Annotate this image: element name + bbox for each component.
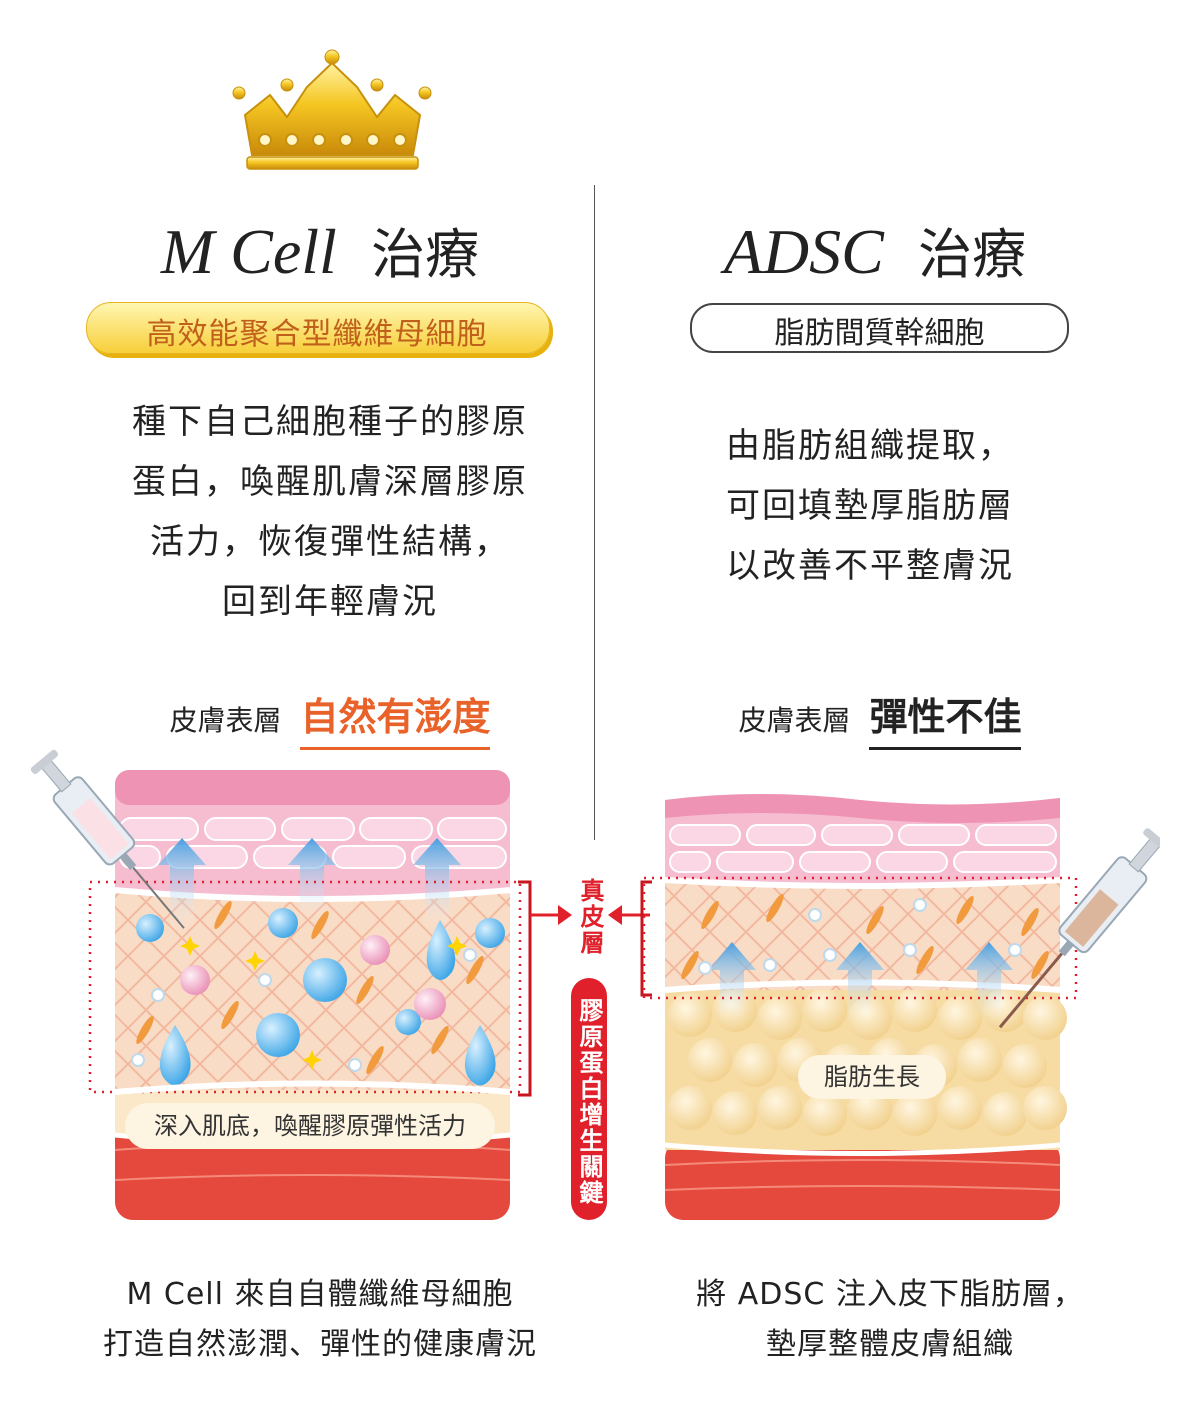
center-divider	[594, 185, 595, 840]
collagen-key-badge: 膠原蛋白增生關鍵	[571, 978, 607, 1220]
crown-icon	[232, 49, 432, 170]
left-skin-prefix: 皮膚表層	[169, 704, 282, 737]
right-syringe-icon	[998, 828, 1160, 1029]
left-description: 種下自己細胞種子的膠原 蛋白，喚醒肌膚深層膠原 活力，恢復彈性結構， 回到年輕膚…	[132, 402, 528, 622]
left-subtitle: 高效能聚合型纖維母細胞	[146, 317, 488, 352]
right-title-latin: ADSC	[723, 216, 884, 287]
left-title-cjk: 治療	[371, 223, 480, 286]
left-subtitle-pill	[86, 302, 550, 354]
right-skin-label: 皮膚表層 彈性不佳	[600, 686, 1160, 750]
right-bottom-text: 將 ADSC 注入皮下脂肪層， 墊厚整體皮膚組織	[696, 1277, 1084, 1362]
left-skin-diagram	[30, 749, 532, 1220]
left-bottom-text: M Cell 來自自體纖維母細胞 打造自然澎潤、彈性的健康膚況	[103, 1277, 537, 1362]
left-syringe-icon	[30, 749, 185, 929]
left-skin-state: 自然有澎度	[300, 686, 491, 750]
right-diagram-caption: 脂肪生長	[798, 1055, 946, 1099]
dermis-arrows	[530, 905, 650, 925]
right-title: ADSC 治療	[600, 210, 1150, 289]
left-skin-label: 皮膚表層 自然有澎度	[60, 686, 600, 750]
right-skin-prefix: 皮膚表層	[738, 704, 851, 737]
right-description: 由脂肪組織提取， 可回填墊厚脂肪層 以改善不平整膚況	[726, 426, 1014, 586]
right-skin-state: 彈性不佳	[869, 686, 1022, 750]
right-skin-diagram	[640, 794, 1160, 1220]
dermis-label: 真皮層	[576, 878, 604, 956]
left-diagram-caption: 深入肌底，喚醒膠原彈性活力	[125, 1103, 495, 1149]
right-subtitle: 脂肪間質幹細胞	[774, 316, 985, 351]
left-title-latin: M Cell	[160, 216, 337, 287]
left-title: M Cell 治療	[60, 210, 580, 289]
right-subtitle-pill	[690, 303, 1069, 353]
right-title-cjk: 治療	[918, 223, 1027, 286]
